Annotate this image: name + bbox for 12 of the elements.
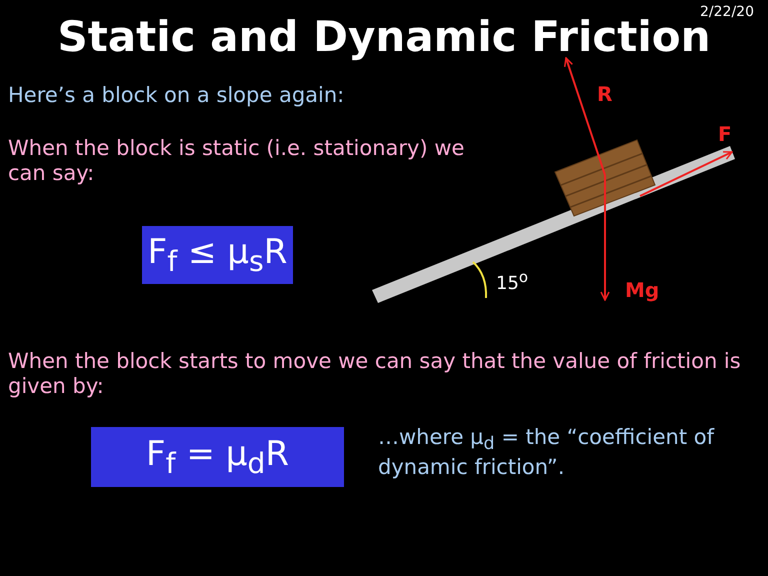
formula-text: F$_{f}$ ≤ μ$_{s}$R	[148, 232, 288, 278]
force-label: Mg	[625, 278, 660, 302]
formula-text: F$_{f}$ = μ$_{d}$R	[146, 434, 289, 480]
formula-box	[142, 226, 293, 284]
formula-box	[91, 427, 344, 487]
static-text: When the block is static (i.e. stationary) we can say:	[8, 136, 466, 186]
intro-text: Here’s a block on a slope again:	[8, 83, 346, 108]
angle-label: 15$^{o}$	[496, 268, 530, 295]
definition-text: …where μ$_{d}$ = the “coefficient of dynamic friction”.	[378, 425, 716, 480]
moving-text: When the block starts to move we can say that the value of friction is given by:	[8, 349, 742, 400]
force-label: F	[718, 122, 733, 146]
force-label: R	[597, 82, 614, 106]
